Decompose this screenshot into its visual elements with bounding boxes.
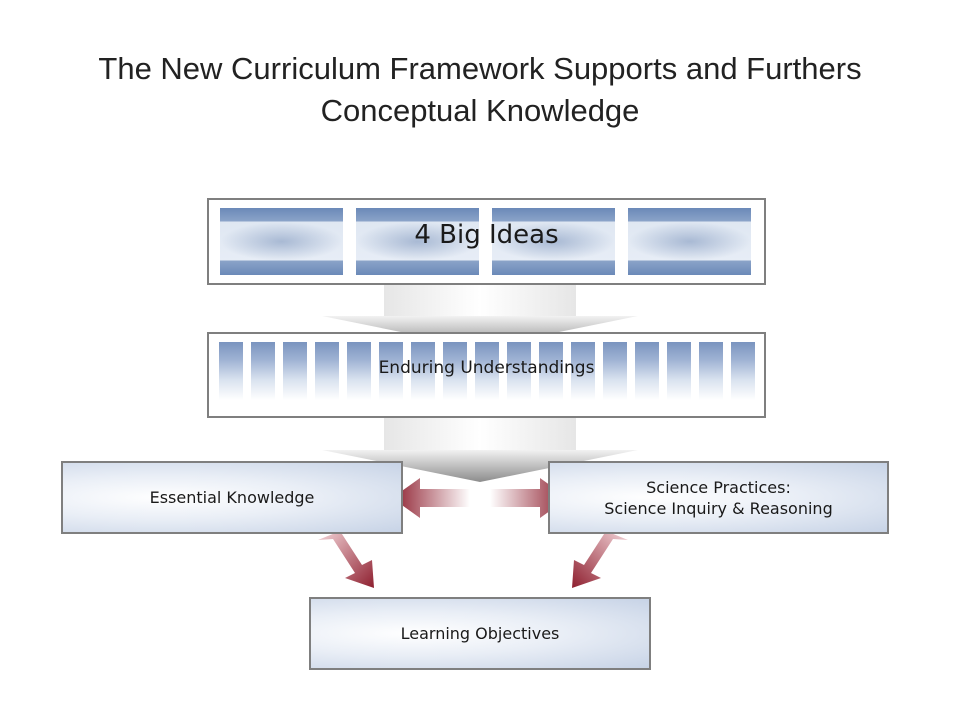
big-ideas-tile bbox=[628, 208, 751, 275]
essential-knowledge-box: Essential Knowledge bbox=[61, 461, 403, 534]
slide-title-line-1: The New Curriculum Framework Supports an… bbox=[98, 51, 862, 86]
enduring-stripe bbox=[443, 342, 467, 400]
arrow-diagonal-left bbox=[318, 531, 374, 588]
essential-knowledge-label: Essential Knowledge bbox=[149, 488, 315, 507]
big-ideas-tile bbox=[356, 208, 479, 275]
enduring-stripe bbox=[507, 342, 531, 400]
arrow-diagonal-right bbox=[572, 531, 628, 588]
enduring-understandings-frame: Enduring Understandings bbox=[207, 332, 766, 418]
enduring-stripe bbox=[603, 342, 627, 400]
enduring-stripe bbox=[699, 342, 723, 400]
enduring-stripe bbox=[539, 342, 563, 400]
enduring-stripe bbox=[475, 342, 499, 400]
enduring-stripe bbox=[347, 342, 371, 400]
enduring-stripe bbox=[251, 342, 275, 400]
big-ideas-tile bbox=[220, 208, 343, 275]
enduring-understandings-label: Enduring Understandings bbox=[378, 358, 595, 378]
big-ideas-frame: 4 Big Ideas bbox=[207, 198, 766, 285]
slide-title: The New Curriculum Framework Supports an… bbox=[40, 48, 920, 132]
enduring-stripe bbox=[283, 342, 307, 400]
science-practices-line-2: Science Inquiry & Reasoning bbox=[604, 498, 833, 518]
learning-objectives-box: Learning Objectives bbox=[309, 597, 651, 670]
science-practices-box: Science Practices: Science Inquiry & Rea… bbox=[548, 461, 889, 534]
enduring-stripe bbox=[667, 342, 691, 400]
enduring-stripe bbox=[379, 342, 403, 400]
science-practices-text: Science Practices: Science Inquiry & Rea… bbox=[604, 477, 832, 519]
enduring-stripe bbox=[635, 342, 659, 400]
big-ideas-label: 4 Big Ideas bbox=[414, 220, 559, 250]
enduring-stripe bbox=[731, 342, 755, 400]
slide-title-line-2: Conceptual Knowledge bbox=[320, 93, 640, 128]
arrow-down-enduring bbox=[322, 418, 638, 482]
enduring-stripe bbox=[315, 342, 339, 400]
enduring-stripe bbox=[219, 342, 243, 400]
science-practices-line-1: Science Practices: bbox=[646, 477, 791, 497]
enduring-stripe bbox=[571, 342, 595, 400]
double-arrow-horizontal bbox=[392, 478, 568, 518]
enduring-stripe bbox=[411, 342, 435, 400]
big-ideas-tile bbox=[492, 208, 615, 275]
learning-objectives-label: Learning Objectives bbox=[400, 624, 560, 643]
